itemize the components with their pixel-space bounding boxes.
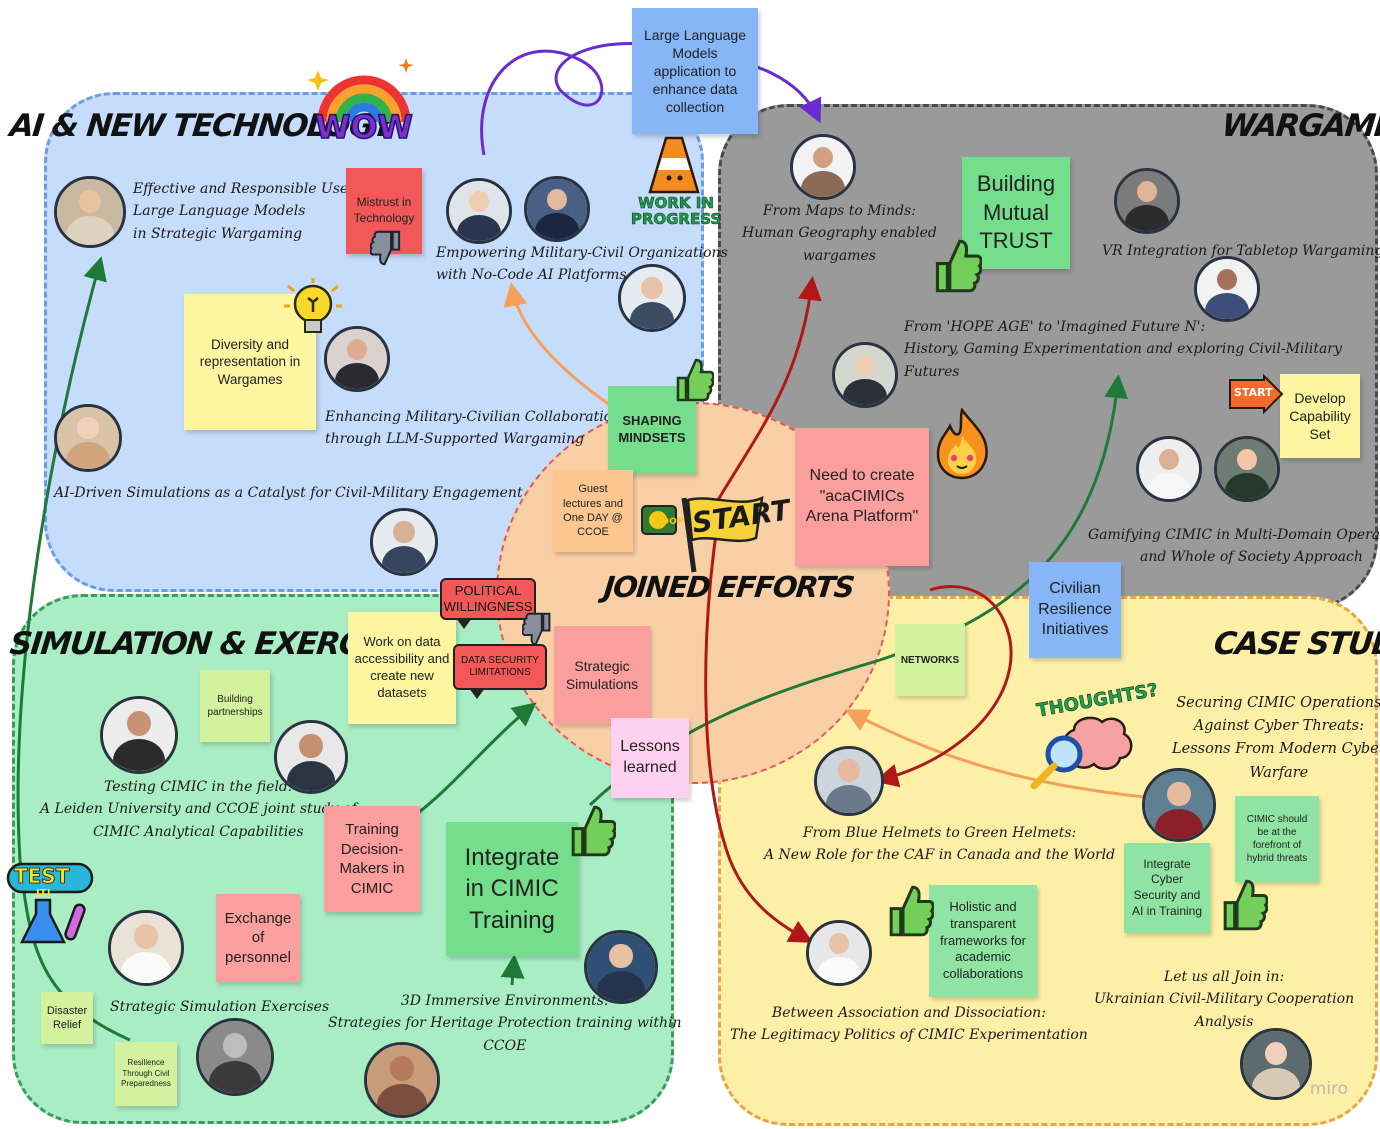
test-flask-icon: [6, 862, 94, 944]
speaker-avatar: [196, 1018, 274, 1096]
speaker-avatar: [364, 1042, 440, 1118]
speaker-avatar: [1142, 768, 1216, 842]
green-arrow-immersive: [500, 954, 525, 986]
speaker-avatar: [100, 696, 178, 774]
green-arrow-training: [414, 702, 537, 817]
note-holistic[interactable]: Holistic and transparent frameworks for …: [929, 885, 1037, 997]
note-networks[interactable]: NETWORKS: [895, 624, 965, 696]
caption-ukrainian: Let us all Join in:Ukrainian Civil-Milit…: [1094, 969, 1355, 1030]
note-capability[interactable]: Develop Capability Set: [1280, 374, 1360, 458]
fire-emoji-icon: [936, 408, 988, 480]
orange-arrow-cyber: [844, 709, 1176, 802]
speaker-avatar: [806, 920, 872, 986]
bubble-data-security[interactable]: DATA SECURITY LIMITATIONS: [453, 644, 547, 699]
orange-arrow-shaping: [503, 282, 611, 407]
speaker-avatar: [814, 746, 884, 816]
red-arrow-helmets: [874, 585, 1013, 788]
start-flag-icon: [641, 495, 764, 573]
caption-testing-cimic: Testing CIMIC in the field:A Leiden Univ…: [40, 779, 357, 840]
joined-efforts-title: JOINED EFFORTS: [602, 570, 856, 604]
note-need-create[interactable]: Need to create "acaCIMICs Arena Platform…: [795, 428, 929, 566]
caption-blue-helmets: From Blue Helmets to Green Helmets:A New…: [764, 825, 1116, 864]
note-diversity[interactable]: Diversity and representation in Wargames: [184, 294, 316, 430]
thumbs-up-icon: [889, 885, 934, 937]
test-sticker-text: TEST: [14, 864, 70, 889]
note-exchange-personnel[interactable]: Exchange of personnel: [216, 894, 300, 982]
thoughts-brain-icon: [1030, 716, 1133, 790]
case-studies-zone-title: CASE STUDIES: [1212, 626, 1380, 662]
note-building-partnerships[interactable]: Building partnerships: [200, 670, 270, 742]
thumbs-down-icon: [522, 612, 551, 646]
thumbs-down-icon: [370, 230, 401, 266]
caption-immersive: 3D Immersive Environments:Strategies for…: [328, 993, 682, 1054]
note-llm-application[interactable]: Large Language Models application to enh…: [632, 8, 758, 134]
speaker-avatar: [790, 134, 856, 200]
start-arrow-text: START: [1234, 386, 1273, 399]
caption-ai-simulations: AI-Driven Simulations as a Catalyst for …: [54, 485, 523, 501]
note-resilience-civil[interactable]: Resilience Through Civil Preparedness: [115, 1042, 177, 1106]
caption-llm-supported: Enhancing Military-Civilian Collaboratio…: [325, 409, 622, 448]
speaker-avatar: [1194, 256, 1260, 322]
note-lessons-learned[interactable]: Lessons learned: [611, 718, 689, 798]
speaker-avatar: [324, 326, 390, 392]
speaker-avatar: [370, 508, 438, 576]
speaker-avatar: [274, 720, 348, 794]
lightbulb-icon: [284, 278, 342, 333]
speaker-avatar: [108, 910, 184, 986]
note-integrate-cyber[interactable]: Integrate Cyber Security and AI in Train…: [1124, 843, 1210, 933]
wow-sticker-text: WOW: [314, 107, 413, 147]
loop-badge-text: LOOP: [656, 517, 684, 527]
speaker-avatar: [1136, 436, 1202, 502]
traffic-cone-icon: [648, 136, 700, 194]
red-arrow-association: [704, 519, 814, 943]
note-cimic-forefront[interactable]: CIMIC should be at the forefront of hybr…: [1235, 796, 1319, 882]
note-training-decision[interactable]: Training Decision-Makers in CIMIC: [324, 806, 420, 912]
speaker-avatar: [54, 404, 122, 472]
note-guest-lectures[interactable]: Guest lectures and One DAY @ CCOE: [553, 470, 633, 552]
note-disaster-relief[interactable]: Disaster Relief: [41, 992, 93, 1044]
note-strategic-simulations[interactable]: Strategic Simulations: [554, 626, 650, 724]
wow-rainbow-icon: [308, 58, 414, 123]
thumbs-up-icon: [1223, 879, 1268, 931]
miro-watermark: miro: [1309, 1079, 1348, 1099]
caption-vr-integration: VR Integration for Tabletop Wargaming: [1102, 243, 1380, 259]
speaker-avatar: [1240, 1028, 1312, 1100]
caption-maps-to-minds: From Maps to Minds:Human Geography enabl…: [742, 203, 937, 264]
thumbs-up-icon: [571, 805, 616, 857]
speaker-avatar: [446, 178, 512, 244]
speaker-avatar: [618, 264, 686, 332]
bubble-political-willingness[interactable]: POLITICAL WILLINGNESS: [440, 578, 536, 629]
speaker-avatar: [524, 176, 590, 242]
wargaming-zone-title: WARGAMING: [1220, 108, 1380, 144]
note-mutual-trust[interactable]: Building Mutual TRUST: [962, 157, 1070, 269]
speaker-avatar: [832, 342, 898, 408]
speaker-avatar: [1114, 168, 1180, 234]
speaker-avatar: [584, 930, 658, 1004]
note-integrate-training[interactable]: Integrate in CIMIC Training: [446, 822, 578, 956]
red-arrow-maps: [716, 276, 822, 501]
note-civilian-resilience[interactable]: Civilian Resilience Initiatives: [1029, 562, 1121, 658]
speaker-avatar: [1214, 436, 1280, 502]
caption-hope-age: From 'HOPE AGE' to 'Imagined Future N':H…: [904, 319, 1342, 380]
thumbs-up-icon: [935, 239, 982, 293]
caption-strategic-sim: Strategic Simulation Exercises: [110, 999, 330, 1015]
note-work-on-data[interactable]: Work on data accessibility and create ne…: [348, 612, 456, 724]
caption-gamifying: Gamifying CIMIC in Multi-Domain Operatio…: [1088, 527, 1380, 566]
caption-association: Between Association and Dissociation:The…: [730, 1005, 1088, 1044]
speaker-avatar: [54, 176, 126, 248]
test-it-text: IT!: [36, 888, 52, 899]
start-arrow-icon: [1229, 374, 1284, 414]
thumbs-up-icon: [676, 358, 714, 402]
